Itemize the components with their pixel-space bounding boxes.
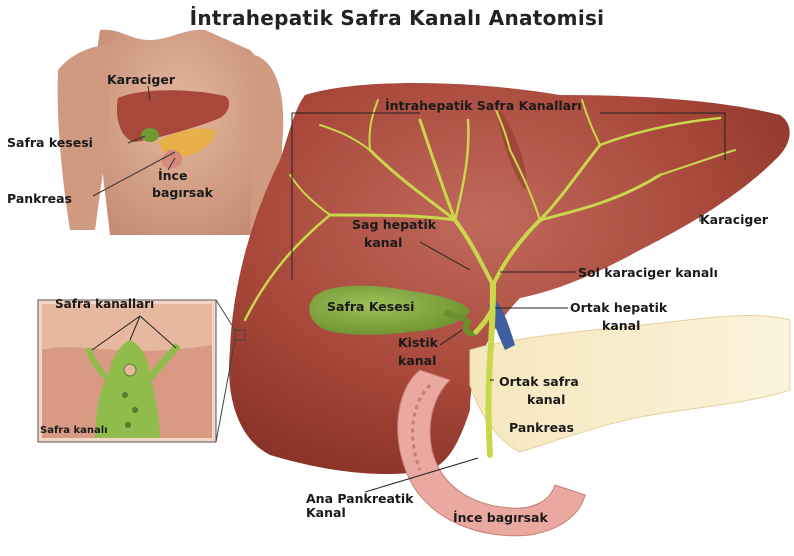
inset-panel: [38, 300, 216, 442]
liver-label: Karaciger: [700, 212, 768, 227]
torso-pancreas-label: Pankreas: [7, 191, 72, 206]
cystic-label-1: Kistik: [398, 335, 438, 350]
torso-gallbladder-shape: [141, 128, 159, 142]
torso-liver-label: Karaciger: [107, 72, 175, 87]
torso-intestine-label-2: bagırsak: [152, 185, 213, 200]
intrahepatic-ducts-label: İntrahepatik Safra Kanalları: [385, 98, 582, 113]
left-hepatic-label: Sol karaciger kanalı: [578, 265, 718, 280]
torso-figure: [58, 30, 284, 235]
gallbladder-label: Safra Kesesi: [327, 299, 414, 314]
pancreatic-duct-label-2: Kanal: [306, 505, 346, 520]
inset-ducts-label: Safra kanalları: [55, 297, 154, 312]
right-hepatic-label-1: Sag hepatik: [352, 217, 436, 232]
small-intestine-label: İnce bagırsak: [453, 510, 548, 525]
cystic-label-2: kanal: [398, 353, 436, 368]
torso-intestine-label-1: İnce: [158, 168, 187, 183]
common-bile-label-2: kanal: [527, 392, 565, 407]
common-hepatic-label-2: kanal: [602, 318, 640, 333]
pancreas-label: Pankreas: [509, 420, 574, 435]
common-bile-label-1: Ortak safra: [499, 374, 579, 389]
pancreatic-duct-label-1: Ana Pankreatik: [306, 491, 413, 506]
torso-gallbladder-label: Safra kesesi: [7, 135, 93, 150]
right-hepatic-label-2: kanal: [364, 235, 402, 250]
page-title: İntrahepatik Safra Kanalı Anatomisi: [0, 6, 794, 30]
common-hepatic-label-1: Ortak hepatik: [570, 300, 667, 315]
inset-duct-label: Safra kanalı: [40, 425, 108, 437]
